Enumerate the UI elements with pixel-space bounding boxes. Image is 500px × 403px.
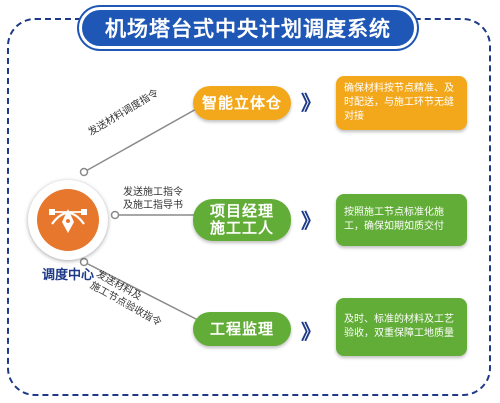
hub-icon-circle (37, 189, 99, 251)
description-box-2: 按照施工节点标准化施工，确保如期如质交付 (336, 194, 467, 246)
description-2-text: 按照施工节点标准化施工，确保如期如质交付 (344, 207, 444, 232)
role-1-text: 智能立体仓 (201, 93, 282, 112)
description-3-text: 及时、标准的材料及工艺验收，双重保障工地质量 (344, 314, 454, 339)
role-3-text: 工程监理 (209, 319, 274, 338)
connector-top (83, 107, 199, 173)
command-2-line-1: 发送施工指令 (123, 187, 183, 198)
connector-dot-top (79, 167, 89, 177)
role-pill-workers: 项目经理 施工工人 (193, 199, 291, 241)
chevron-right-icon: 》 (301, 209, 321, 233)
description-1-text: 确保材料按节点精准、及时配送，与施工环节无缝对接 (344, 83, 454, 122)
description-box-3: 及时、标准的材料及工艺验收，双重保障工地质量 (336, 298, 467, 356)
role-2-line-2: 施工工人 (209, 219, 274, 237)
dispatch-center-hub (28, 180, 108, 260)
command-label-2: 发送施工指令 及施工指导书 (123, 186, 183, 212)
connector-dot-middle (110, 210, 120, 220)
connector-dot-bottom (79, 257, 89, 267)
role-2-line-1: 项目经理 (209, 202, 274, 220)
role-pill-supervision: 工程监理 (193, 312, 291, 346)
hub-label: 调度中心 (41, 268, 94, 283)
chevron-right-icon: 》 (301, 91, 321, 115)
connector-bottom (83, 261, 199, 321)
command-2-line-2: 及施工指导书 (123, 200, 183, 211)
bezier-pen-icon (49, 209, 87, 233)
description-box-1: 确保材料按节点精准、及时配送，与施工环节无缝对接 (336, 76, 467, 130)
page-title: 机场塔台式中央计划调度系统 (79, 7, 417, 49)
role-pill-warehouse: 智能立体仓 (193, 86, 291, 120)
chevron-right-icon: 》 (301, 320, 321, 344)
